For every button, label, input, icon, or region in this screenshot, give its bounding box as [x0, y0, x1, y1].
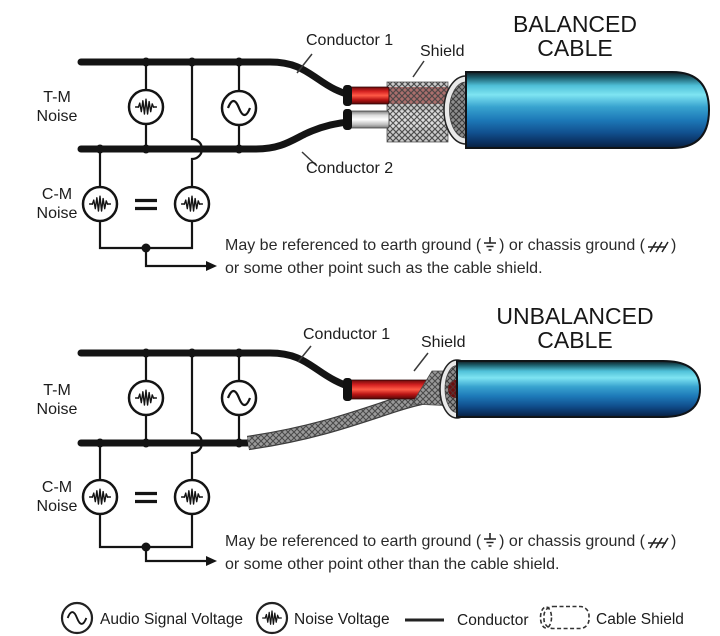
balanced-conductor1-wire	[77, 58, 354, 99]
leader-lines	[296, 53, 425, 167]
balanced-title-line1: BALANCED	[513, 11, 637, 37]
balanced-circuit-lines	[98, 62, 241, 268]
unbalanced-title-line2: CABLE	[537, 327, 613, 353]
balanced-cable-graphic	[343, 71, 711, 149]
legend-label-audio-signal: Audio Signal Voltage	[100, 611, 244, 628]
balanced-cable-body	[465, 71, 711, 149]
balanced-ground-note: May be referenced to earth ground () or …	[225, 235, 676, 280]
legend-label-conductor: Conductor	[457, 612, 529, 629]
cm-noise-source-left	[81, 478, 119, 516]
unbalanced-shield-label: Shield	[421, 334, 466, 351]
cable-shield-icon	[539, 605, 590, 630]
audio-signal-source	[220, 89, 258, 127]
balanced-ground-note-line2: or some other point such as the cable sh…	[225, 259, 543, 277]
unbalanced-tm-noise-label: T-M Noise	[36, 382, 78, 418]
balanced-cm-noise-label: C-M Noise	[36, 186, 78, 222]
ground-reference-arrow	[206, 261, 217, 271]
cm-noise-source-left	[81, 185, 119, 223]
unbalanced-conductor1-wire	[77, 349, 354, 391]
unbalanced-ground-note-line2: or some other point other than the cable…	[225, 555, 560, 573]
noise-voltage-icon	[255, 601, 289, 635]
legend-label-cable-shield: Cable Shield	[596, 611, 684, 628]
chassis-ground-icon	[648, 537, 669, 549]
balanced-ground-note-line1: May be referenced to earth ground () or …	[225, 237, 677, 254]
unbalanced-cable-body	[456, 360, 702, 418]
balanced-conductor2-wire	[77, 118, 354, 153]
legend-label-noise-voltage: Noise Voltage	[294, 611, 390, 628]
cm-noise-source-right	[173, 185, 211, 223]
unbalanced-ground-note: May be referenced to earth ground () or …	[225, 531, 676, 576]
equals-sign	[135, 491, 157, 504]
balanced-conductor1-label: Conductor 1	[306, 32, 394, 49]
red-conductor	[348, 86, 390, 105]
balanced-title: BALANCED CABLE	[475, 12, 675, 60]
unbalanced-title-line1: UNBALANCED	[496, 303, 654, 329]
earth-ground-icon	[484, 533, 497, 547]
cm-noise-source-right	[173, 478, 211, 516]
white-conductor-cap	[343, 109, 352, 130]
unbalanced-cable-graphic	[343, 359, 702, 419]
unbalanced-ground-note-line1: May be referenced to earth ground () or …	[225, 533, 677, 550]
balanced-title-line2: CABLE	[537, 35, 613, 61]
braid-mesh-overlay	[387, 82, 448, 142]
audio-signal-icon	[60, 601, 94, 635]
unbalanced-conductor1-label: Conductor 1	[303, 326, 391, 343]
ground-reference-arrow	[206, 556, 217, 566]
unbalanced-cm-noise-label: C-M Noise	[36, 479, 78, 515]
red-conductor-cap	[343, 85, 352, 106]
red-conductor-cap	[343, 378, 352, 401]
unbalanced-circuit-lines	[98, 353, 241, 563]
balanced-shield-label: Shield	[420, 43, 465, 60]
balanced-circuit	[77, 53, 425, 271]
legend-icons	[60, 601, 590, 635]
tm-noise-source	[127, 379, 165, 417]
chassis-ground-icon	[648, 241, 669, 253]
audio-signal-source	[220, 379, 258, 417]
balanced-tm-noise-label: T-M Noise	[36, 89, 78, 125]
junction-dots	[95, 57, 244, 253]
junction-dots	[95, 348, 244, 552]
balanced-conductor2-label: Conductor 2	[306, 160, 394, 177]
white-conductor	[348, 110, 390, 129]
equals-sign	[135, 198, 157, 211]
tm-noise-source	[127, 88, 165, 126]
leader-lines	[297, 345, 429, 372]
unbalanced-title: UNBALANCED CABLE	[465, 304, 685, 352]
earth-ground-icon	[484, 237, 497, 251]
